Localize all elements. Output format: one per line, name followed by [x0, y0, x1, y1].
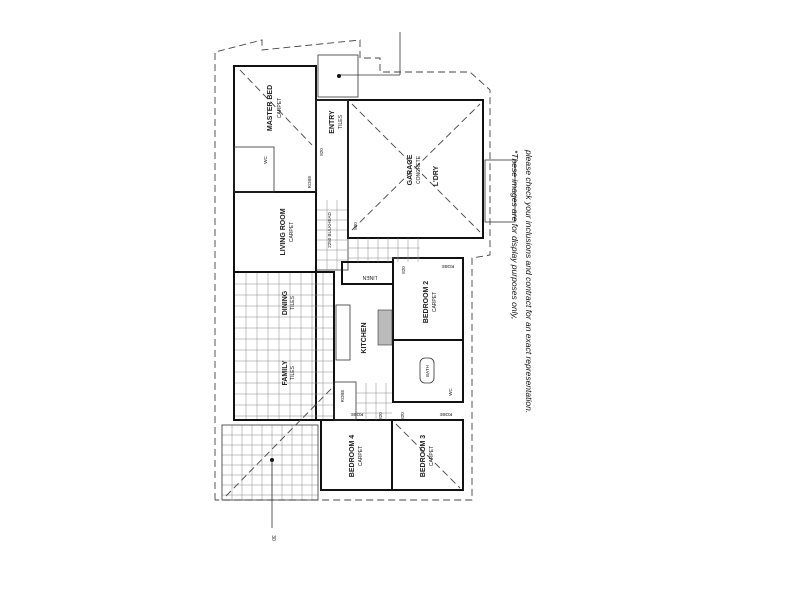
ceiling-diagonal — [351, 103, 481, 231]
robe-label: ROBE — [307, 176, 312, 189]
ensuite — [233, 146, 275, 193]
room-name: FAMILY — [282, 360, 289, 385]
room-bath: BATH — [425, 365, 430, 377]
robe-label: ROBE — [340, 390, 345, 403]
door-width-label: 820 — [401, 266, 406, 274]
room-finish: CARPET — [277, 98, 283, 118]
robe-label: ROBE — [440, 412, 453, 417]
alfresco — [221, 424, 319, 501]
west-wing-walls — [233, 65, 317, 421]
door-width-label: 820 — [378, 412, 383, 420]
living-walls — [233, 191, 317, 273]
room-name: LIVING ROOM — [280, 208, 287, 255]
disclaimer-line-1: *These images are for display purposes o… — [510, 150, 520, 319]
post-marker — [337, 74, 341, 78]
robe-label: ROBE — [442, 264, 455, 269]
room-finish: CARPET — [429, 446, 435, 466]
bath-walls — [392, 339, 464, 403]
bathtub — [419, 357, 435, 384]
wc-label: WC — [448, 388, 453, 396]
bedroom3-walls — [391, 419, 464, 491]
ceiling-diagonal — [225, 384, 336, 497]
door-width-label: 820 — [319, 148, 324, 156]
garage-step — [484, 159, 516, 223]
ceiling-diagonal — [239, 69, 313, 146]
dimension-label: 30 — [270, 535, 276, 541]
room-name: GARAGE — [407, 154, 414, 185]
room-name: BEDROOM 4 — [349, 435, 356, 478]
room-laundry: L'DRY — [433, 165, 440, 186]
ceiling-diagonal — [395, 423, 461, 489]
ceiling-diagonal — [351, 103, 481, 233]
room-finish: TILES — [290, 365, 296, 380]
room-finish: TILES — [338, 114, 344, 129]
disclaimer-line-2: please check your inclusions and contrac… — [524, 149, 534, 413]
entry-hall — [315, 99, 349, 271]
room-finish: CARPET — [289, 222, 295, 242]
bedroom4-walls — [320, 419, 393, 491]
family-walls — [233, 271, 335, 421]
tile-grid — [222, 200, 420, 500]
door-width-label: 820 — [400, 412, 405, 420]
room-name: ENTRY — [329, 110, 336, 134]
bulkhead-label: 2250 BULKHEAD — [327, 211, 332, 247]
room-name: MASTER BED — [267, 85, 274, 131]
room-name: BEDROOM 3 — [420, 435, 427, 478]
room-finish: CARPET — [358, 446, 364, 466]
room-finish: CARPET — [432, 292, 438, 312]
room-linen: LINEN — [362, 274, 377, 280]
room-finish: CONCRETE — [416, 155, 422, 184]
wc-label: WC — [263, 156, 268, 164]
room-name: BEDROOM 2 — [423, 281, 430, 324]
kitchen-bench — [377, 309, 393, 346]
room-finish: TILES — [290, 295, 296, 310]
site-boundary — [214, 39, 491, 501]
door-width-label: 820 — [353, 222, 358, 230]
robe-label: ROBE — [351, 412, 364, 417]
kitchen-island — [335, 304, 351, 361]
robe-box — [333, 381, 357, 421]
room-name: DINING — [282, 290, 289, 315]
room-kitchen: KITCHEN — [361, 322, 368, 353]
porch — [317, 54, 359, 98]
